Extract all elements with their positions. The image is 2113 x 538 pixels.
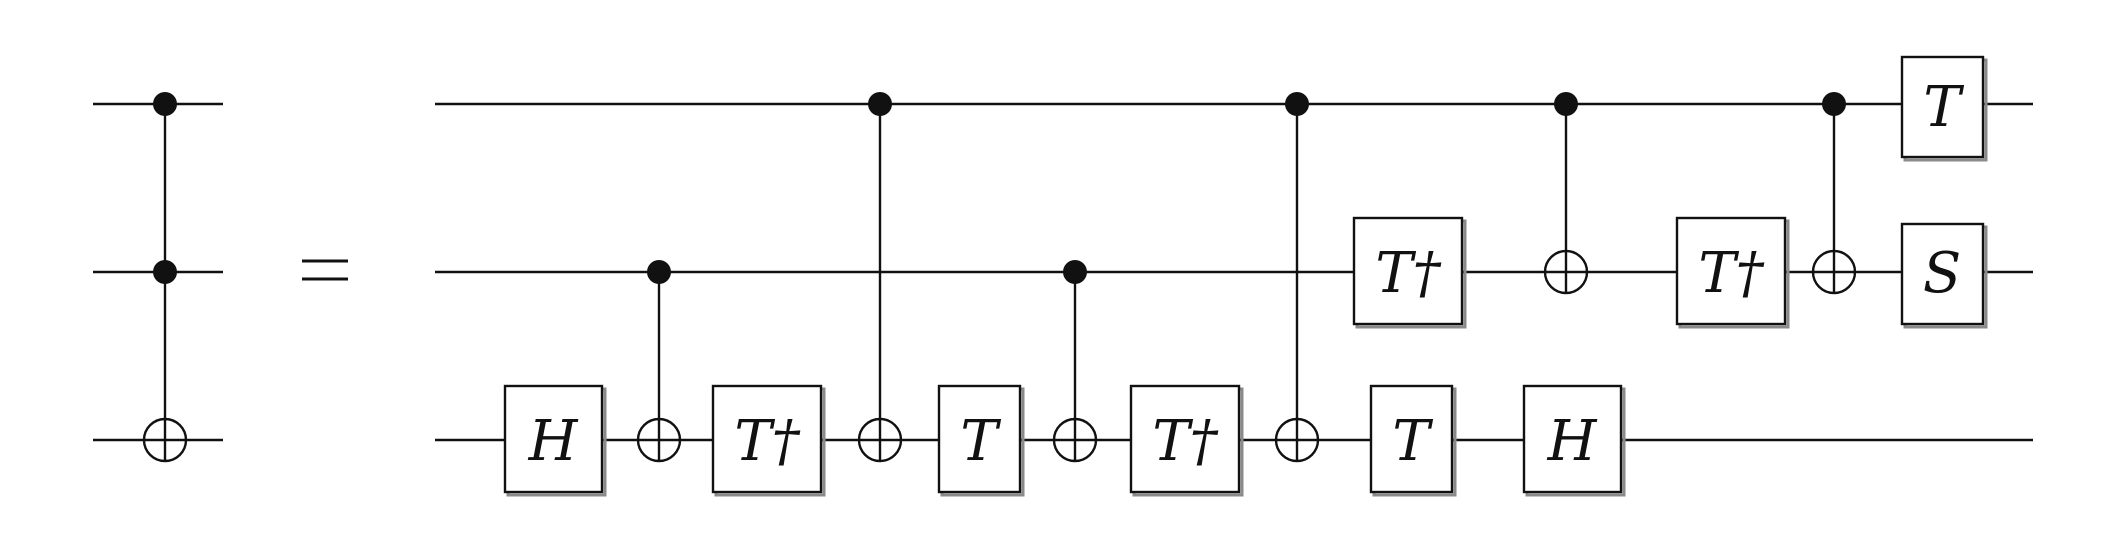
gate-label: T: [960, 409, 1001, 474]
cnot-gate: [636, 260, 682, 463]
gate-t-box: T: [937, 384, 1025, 497]
gate-label: T: [1392, 409, 1433, 474]
gate-t-box: T: [1369, 384, 1457, 497]
cnot-gate: [1543, 92, 1589, 295]
decomposition-circuit: H T† T T† T† T: [435, 55, 2033, 497]
cnot-gate: [1811, 92, 1857, 295]
cnot-control-dot: [1063, 260, 1087, 284]
gate-label: H: [528, 409, 579, 474]
gate-label: T†: [1698, 241, 1764, 306]
cnot-control-dot: [868, 92, 892, 116]
equals-sign: [302, 259, 348, 281]
cnot-gate: [1052, 260, 1098, 463]
gate-label: T: [1923, 75, 1964, 140]
gate-label: T†: [1375, 241, 1441, 306]
gate-h-box: H: [1522, 384, 1626, 497]
toffoli-control-dot-0: [153, 92, 177, 116]
gate-label: S: [1923, 241, 1961, 306]
cnot-control-dot: [647, 260, 671, 284]
gate-t-box: T: [1900, 55, 1988, 162]
cnot-gate: [1274, 92, 1320, 463]
gate-s-box: S: [1900, 222, 1988, 329]
gate-label: H: [1547, 409, 1598, 474]
gate-tdagger-box: T†: [1129, 384, 1244, 497]
gate-tdagger-box: T†: [1352, 216, 1467, 329]
cnot-control-dot: [1285, 92, 1309, 116]
cnot-gate: [857, 92, 903, 463]
cnot-control-dot: [1822, 92, 1846, 116]
gate-label: T†: [734, 409, 800, 474]
gate-label: T†: [1152, 409, 1218, 474]
toffoli-control-dot-1: [153, 260, 177, 284]
gate-tdagger-box: T†: [1675, 216, 1790, 329]
gate-h-box: H: [503, 384, 607, 497]
gate-tdagger-box: T†: [711, 384, 826, 497]
cnot-control-dot: [1554, 92, 1578, 116]
toffoli-gate: [93, 92, 223, 463]
